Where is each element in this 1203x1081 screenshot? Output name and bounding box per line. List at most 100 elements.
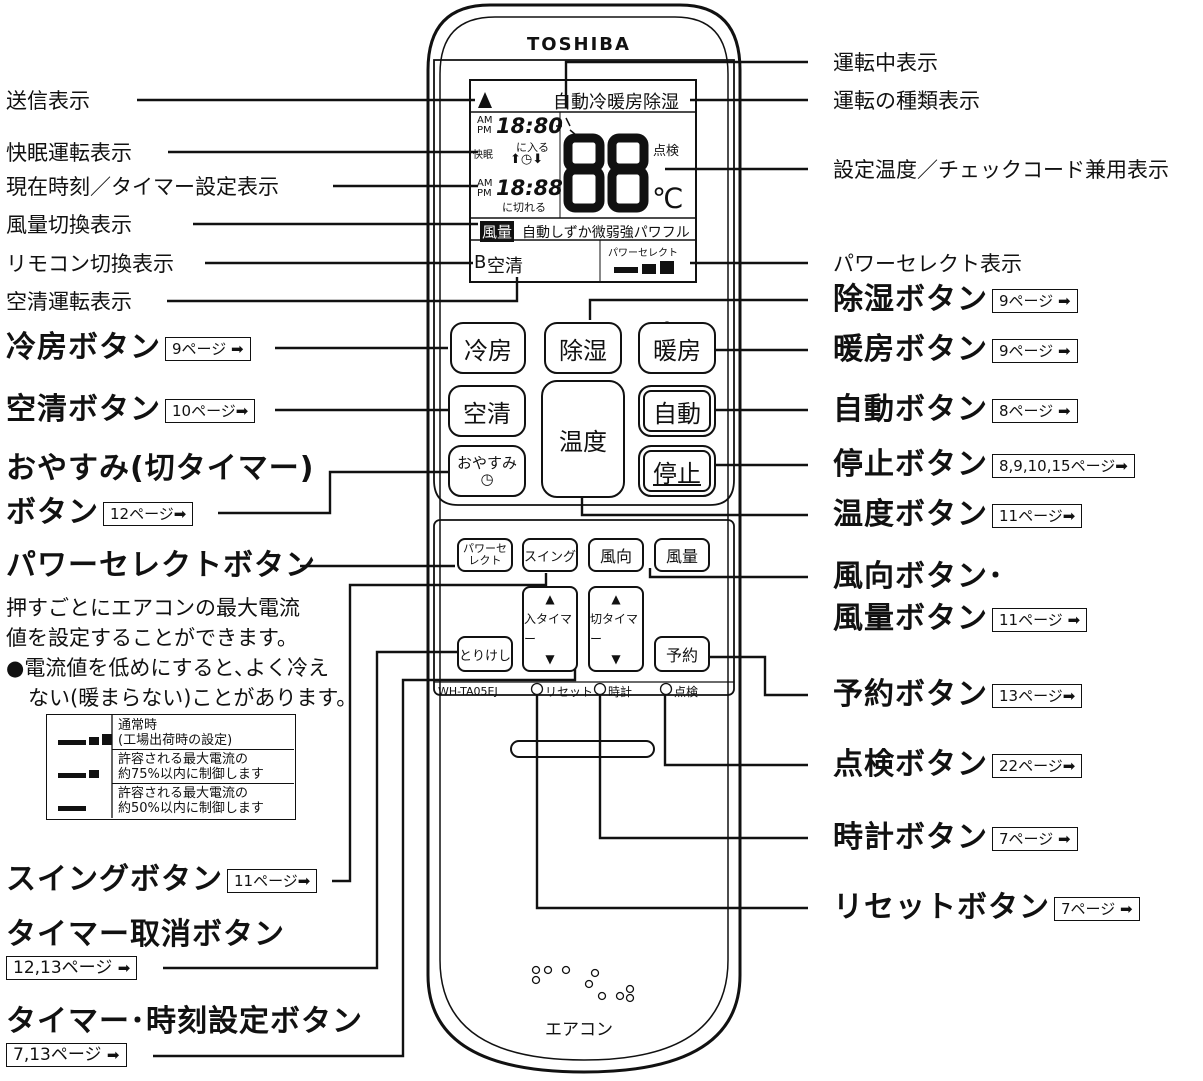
- lcd-time1: 18:80: [496, 114, 563, 138]
- timer-ref-text: 7,13ページ: [13, 1045, 102, 1065]
- label-clean-indicator: 空清運転表示: [6, 290, 132, 314]
- volume-button[interactable]: 風量: [654, 538, 710, 572]
- timer-page-ref-box: 7,13ページ ➡: [6, 1043, 127, 1067]
- power-desc-4: ない(暖まらない)ことがあります。: [28, 686, 358, 710]
- right-arrow-icon: ➡: [106, 1046, 120, 1064]
- cancel-button[interactable]: とりけし: [457, 636, 513, 672]
- label-send-indicator: 送信表示: [6, 89, 90, 113]
- dry-button-name: 除湿ボタン: [833, 282, 988, 317]
- sleep-ref-text: 12ページ: [110, 504, 174, 523]
- stop-page-ref: 8,9,10,15ページ➡: [992, 453, 1135, 478]
- clean-button[interactable]: 空清: [448, 385, 526, 437]
- reset-button-label: リセット: [545, 685, 594, 699]
- right-arrow-icon: ➡: [1058, 829, 1071, 848]
- right-arrow-icon: ➡: [117, 959, 131, 977]
- off-timer-button[interactable]: ▲ 切タイマー ▼: [588, 586, 644, 672]
- legend-sep-1: [112, 749, 294, 750]
- right-arrow-icon: ➡: [1120, 899, 1133, 918]
- right-arrow-icon: ➡: [235, 401, 249, 420]
- sleep-page-ref: 12ページ➡: [103, 501, 194, 526]
- lcd-enter: に入る: [516, 141, 549, 154]
- lcd-power-bars: [614, 261, 674, 274]
- legend-row-1-line-1: 通常時: [118, 718, 158, 733]
- temp-button-label: 温度: [559, 427, 607, 456]
- model-number: WH-TA05EJ: [438, 685, 498, 698]
- legend-row-2-line-1: 許容される最大電流の: [118, 752, 249, 767]
- up-triangle-icon: ▲: [545, 592, 555, 606]
- heat-button[interactable]: 暖房: [638, 322, 716, 374]
- label-mode-indicator: 運転の種類表示: [833, 89, 980, 113]
- bottom-label: エアコン: [545, 1020, 613, 1040]
- reset-page-ref: 7ページ ➡: [1054, 896, 1140, 921]
- label-running-indicator: 運転中表示: [833, 51, 938, 75]
- label-cool-button: 冷房ボタン 9ページ ➡: [6, 330, 251, 366]
- legend-sep-2: [112, 783, 294, 784]
- heat-button-name: 暖房ボタン: [833, 332, 988, 367]
- auto-button[interactable]: 自動: [638, 385, 716, 437]
- lcd-exit: に切れる: [502, 201, 546, 214]
- lcd-fan-levels: 自動しずか微弱強パワフル: [522, 225, 690, 241]
- lcd-fan-tag: 風量: [480, 221, 515, 242]
- stop-ref-text: 8,9,10,15ページ: [999, 456, 1116, 475]
- right-arrow-icon: ➡: [297, 871, 311, 890]
- power-select-button[interactable]: パワーセレクト: [457, 538, 513, 572]
- right-arrow-icon: ➡: [1058, 401, 1071, 420]
- label-cancel-button: タイマー取消ボタン: [6, 917, 285, 952]
- upper-panel: [433, 59, 735, 506]
- right-arrow-icon: ➡: [1062, 756, 1076, 775]
- lcd-clean: 空清: [487, 256, 523, 277]
- down-triangle-icon: ▼: [545, 652, 555, 666]
- lcd-remote-b: B: [474, 252, 487, 273]
- remote-inner-edge: [439, 16, 729, 1061]
- cancel-page-ref: 12,13ページ ➡: [6, 956, 138, 980]
- clean-ref-text: 10ページ: [172, 401, 236, 420]
- temp-page-ref: 11ページ➡: [992, 503, 1083, 528]
- swing-page-ref: 11ページ➡: [227, 868, 318, 893]
- label-time-indicator: 現在時刻／タイマー設定表示: [6, 175, 279, 199]
- brand-logo: TOSHIBA: [527, 34, 631, 55]
- power-desc-2: 値を設定することができます。: [6, 626, 298, 650]
- legend-row-2-line-2: 約75%以内に制御します: [118, 767, 264, 782]
- clock-ref-text: 7ページ: [999, 829, 1054, 848]
- dir-ref-text: 11ページ: [999, 610, 1063, 629]
- cancel-page-ref-box: 12,13ページ ➡: [6, 956, 138, 980]
- right-arrow-icon: ➡: [1058, 291, 1071, 310]
- clock-button-name: 時計ボタン: [833, 820, 988, 855]
- temp-button[interactable]: 温度: [541, 380, 625, 498]
- swing-button[interactable]: スイング: [522, 538, 578, 572]
- stop-button[interactable]: 停止: [638, 445, 716, 497]
- dry-button[interactable]: 除湿: [544, 322, 622, 374]
- clean-button-name: 空清ボタン: [6, 392, 161, 427]
- auto-ref-text: 8ページ: [999, 401, 1054, 420]
- reserve-ref-text: 13ページ: [999, 686, 1063, 705]
- dry-ref-text: 9ページ: [999, 291, 1054, 310]
- lcd-time2: 18:88: [496, 176, 563, 200]
- cool-button[interactable]: 冷房: [450, 322, 526, 374]
- right-arrow-icon: ➡: [231, 339, 244, 358]
- lower-panel: [433, 519, 735, 696]
- running-indicator-icon: [556, 117, 577, 136]
- sleep-button[interactable]: おやすみ ◷: [448, 445, 526, 497]
- reserve-button[interactable]: 予約: [654, 636, 710, 672]
- direction-button[interactable]: 風向: [588, 538, 644, 572]
- legend-bars: [58, 734, 112, 811]
- lcd-temp-digits: [563, 133, 649, 213]
- on-timer-button[interactable]: ▲ 入タイマー ▼: [522, 586, 578, 672]
- sleep-button-name: ボタン: [6, 495, 99, 530]
- label-dry-button: 除湿ボタン 9ページ ➡: [833, 282, 1078, 318]
- cool-ref-text: 9ページ: [172, 339, 227, 358]
- auto-button-name: 自動ボタン: [833, 392, 988, 427]
- leader-lines: [137, 60, 808, 1058]
- clock-page-ref: 7ページ ➡: [992, 826, 1078, 851]
- heat-ref-text: 9ページ: [999, 341, 1054, 360]
- label-remote-indicator: リモコン切換表示: [6, 252, 174, 276]
- cool-button-name: 冷房ボタン: [6, 330, 161, 365]
